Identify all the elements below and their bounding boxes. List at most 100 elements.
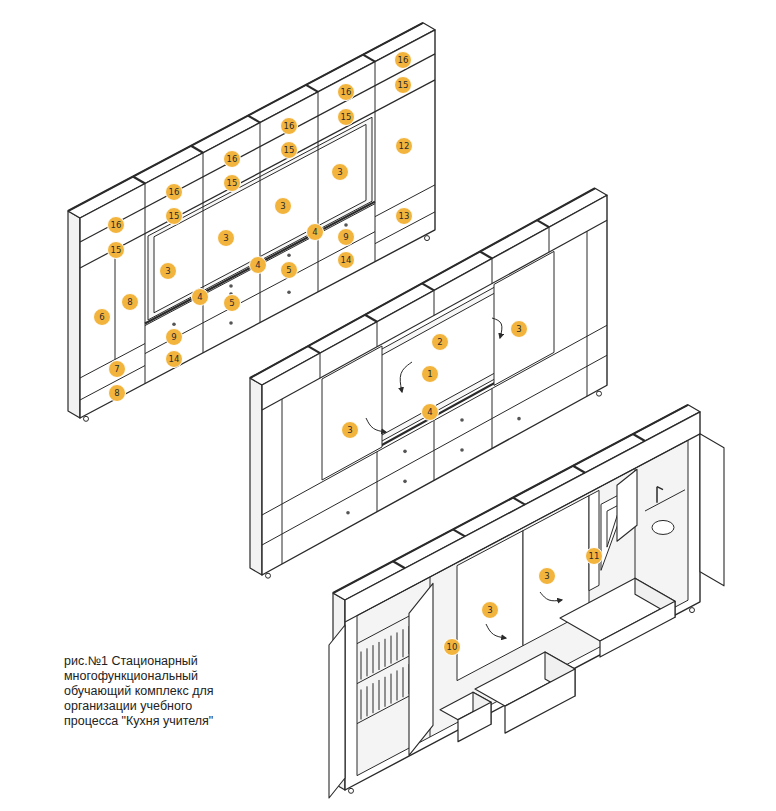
module-joint	[363, 55, 375, 62]
cabinet-foot	[425, 236, 430, 241]
panel-edge	[367, 648, 368, 676]
cabinet-foot	[597, 391, 602, 396]
panel-edge	[434, 420, 435, 480]
drawer-knob	[229, 321, 233, 325]
callout-number: 10	[443, 638, 461, 656]
panel-edge	[80, 344, 145, 378]
callout-number: 15	[394, 76, 412, 94]
callout-number: 11	[585, 547, 603, 565]
panel-edge	[80, 80, 435, 268]
callout-number: 8	[108, 384, 126, 402]
drawer-knob	[403, 450, 407, 454]
module-joint	[191, 146, 203, 153]
panel-edge	[434, 290, 435, 315]
panel-face	[457, 531, 523, 681]
figure-caption: рис.№1 Стационарный многофункциональный …	[64, 654, 242, 729]
callout-number: 15	[337, 108, 355, 126]
callout-number: 4	[191, 288, 209, 306]
module-joint	[573, 466, 585, 473]
drawer-knob	[172, 322, 176, 326]
module-joint	[422, 283, 434, 290]
panel-edge	[377, 452, 378, 512]
callout-number: 4	[249, 256, 267, 274]
panel-face	[345, 412, 700, 790]
callout-number: 1	[421, 365, 439, 383]
drawer-knob	[346, 511, 350, 515]
module-joint	[393, 561, 405, 568]
panel-edge	[391, 636, 392, 664]
callout-number: 16	[223, 150, 241, 168]
callout-number: 9	[165, 328, 183, 346]
panel-face	[589, 490, 599, 590]
callout-number: 3	[331, 163, 349, 181]
panel-edge	[115, 249, 116, 359]
callout-number: 5	[280, 261, 298, 279]
side-face	[250, 378, 262, 575]
module-joint	[248, 116, 260, 123]
open-door	[329, 625, 345, 798]
motion-arrow	[486, 624, 506, 638]
panel-edge	[391, 674, 392, 704]
callout-number: 16	[394, 51, 412, 69]
panel-edge	[379, 680, 380, 710]
callout-number: 3	[217, 229, 235, 247]
callout-number: 3	[341, 421, 359, 439]
callout-number: 3	[510, 320, 528, 338]
panel-edge	[367, 686, 368, 716]
callout-number: 15	[165, 207, 183, 225]
drawer-front	[505, 669, 575, 733]
panel-edge	[262, 220, 607, 410]
module-joint	[537, 220, 549, 227]
panel-edge	[361, 652, 362, 680]
callout-number: 3	[538, 567, 556, 585]
callout-number: 7	[108, 360, 126, 378]
callout-number: 4	[306, 223, 324, 241]
panel-edge	[587, 231, 588, 396]
panel-edge	[492, 259, 493, 284]
drawer-front	[458, 702, 491, 741]
panel-edge	[379, 642, 380, 670]
panel-face	[357, 440, 688, 775]
cabinet-foot	[84, 416, 89, 421]
callout-number: 15	[280, 141, 298, 159]
open-door	[700, 434, 724, 586]
panel-edge	[373, 645, 374, 673]
callout-number: 12	[395, 137, 413, 155]
callout-number: 14	[165, 350, 183, 368]
drawer-knob	[460, 418, 464, 422]
module-joint	[633, 434, 645, 441]
panel-edge	[145, 202, 375, 324]
module-joint	[306, 85, 318, 92]
panel-edge	[385, 639, 386, 667]
motion-arrow	[540, 592, 562, 601]
module-joint	[365, 315, 377, 322]
callout-number: 16	[107, 216, 125, 234]
drawer-knob	[287, 253, 291, 257]
motion-arrow	[366, 418, 386, 432]
callout-number: 14	[337, 251, 355, 269]
motion-arrow	[492, 318, 502, 338]
faucet	[657, 487, 663, 490]
drawer-knob	[344, 223, 348, 227]
panel-edge	[320, 353, 321, 378]
callout-number: 16	[280, 117, 298, 135]
callout-number: 3	[274, 197, 292, 215]
callout-number: 2	[431, 333, 449, 351]
panel-edge	[397, 632, 398, 660]
callout-number: 16	[337, 83, 355, 101]
drawer-knob	[460, 448, 464, 452]
panel-edge	[549, 227, 550, 252]
drawer-knob	[287, 290, 291, 294]
drawer-knob	[229, 284, 233, 288]
callout-number: 4	[421, 403, 439, 421]
callout-number: 5	[223, 294, 241, 312]
panel-edge	[403, 667, 404, 697]
panel-face	[494, 251, 554, 385]
panel-edge	[492, 389, 493, 449]
cabinet-foot	[349, 788, 354, 793]
callout-number: 15	[223, 174, 241, 192]
panel-edge	[397, 670, 398, 700]
panel-face	[322, 346, 382, 480]
open-door	[409, 583, 433, 755]
